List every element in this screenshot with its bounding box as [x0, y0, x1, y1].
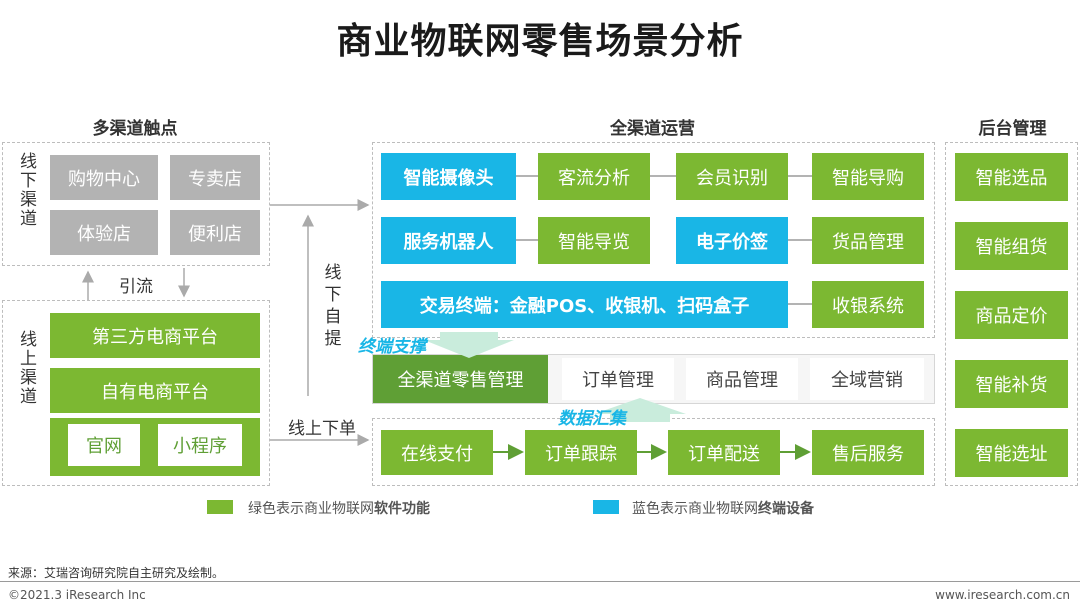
order-step-tracking: 订单跟踪 — [525, 430, 637, 475]
terminal-support-arrow — [424, 332, 514, 358]
omni-marketing: 全域营销 — [810, 358, 924, 400]
footer-divider — [0, 581, 1080, 582]
offline-item-experience-store: 体验店 — [50, 210, 158, 255]
footer-website: www.iresearch.com.cn — [935, 588, 1070, 602]
backend-smart-selection: 智能选品 — [955, 153, 1068, 201]
legend-green-normal: 绿色表示商业物联网 — [248, 501, 374, 517]
backend-smart-replenishment: 智能补货 — [955, 360, 1068, 408]
online-third-party-platform: 第三方电商平台 — [50, 313, 260, 358]
order-step-delivery: 订单配送 — [668, 430, 780, 475]
devices-panel — [372, 142, 935, 338]
function-smart-shopping-guide: 智能导购 — [812, 153, 924, 200]
online-channel-label: 线上渠道 — [16, 330, 36, 406]
offline-channel-panel — [2, 142, 270, 266]
online-channel-panel — [2, 300, 270, 486]
data-collection-arrow — [594, 398, 686, 422]
order-step-online-payment: 在线支付 — [381, 430, 493, 475]
backend-panel — [945, 142, 1078, 486]
online-own-platform: 自有电商平台 — [50, 368, 260, 413]
offline-channel-label: 线下渠道 — [16, 152, 36, 228]
header-multi-channel: 多渠道触点 — [92, 119, 178, 139]
online-official-site: 官网 — [68, 424, 140, 466]
device-service-robot: 服务机器人 — [381, 217, 516, 264]
offline-item-convenience-store: 便利店 — [170, 210, 260, 255]
order-step-after-sales: 售后服务 — [812, 430, 924, 475]
data-collection-label: 数据汇集 — [558, 409, 626, 429]
function-cashier-system: 收银系统 — [812, 281, 924, 328]
legend-green-text: 绿色表示商业物联网软件功能 — [248, 498, 430, 518]
page-title: 商业物联网零售场景分析 — [336, 21, 744, 62]
function-member-recognition: 会员识别 — [676, 153, 788, 200]
footer-source: 来源：艾瑞咨询研究院自主研究及绘制。 — [8, 566, 225, 580]
footer-copyright: ©2021.3 iResearch Inc — [8, 588, 146, 602]
legend-blue-bold: 终端设备 — [758, 501, 814, 517]
header-backend: 后台管理 — [978, 119, 1047, 139]
function-smart-navigation: 智能导览 — [538, 217, 650, 264]
flow-label-traffic: 引流 — [119, 277, 153, 297]
header-omni-channel: 全渠道运营 — [610, 119, 695, 139]
backend-pricing: 商品定价 — [955, 291, 1068, 339]
offline-item-specialty-store: 专卖店 — [170, 155, 260, 200]
device-transaction-terminal: 交易终端：金融POS、收银机、扫码盒子 — [381, 281, 788, 328]
backend-site-selection: 智能选址 — [955, 429, 1068, 477]
legend-blue-text: 蓝色表示商业物联网终端设备 — [632, 498, 814, 518]
offline-item-mall: 购物中心 — [50, 155, 158, 200]
legend-green-bold: 软件功能 — [374, 501, 430, 517]
flow-label-offline-pickup: 线下自提 — [324, 263, 342, 349]
omni-retail-management: 全渠道零售管理 — [373, 355, 548, 403]
flow-label-online-order: 线上下单 — [288, 419, 356, 439]
function-goods-management: 货品管理 — [812, 217, 924, 264]
product-management: 商品管理 — [686, 358, 798, 400]
legend-swatch-blue — [593, 500, 619, 514]
legend-swatch-green — [207, 500, 233, 514]
legend-blue-normal: 蓝色表示商业物联网 — [632, 501, 758, 517]
terminal-support-label: 终端支撑 — [358, 337, 426, 357]
device-smart-camera: 智能摄像头 — [381, 153, 516, 200]
function-traffic-analysis: 客流分析 — [538, 153, 650, 200]
backend-smart-assortment: 智能组货 — [955, 222, 1068, 270]
order-management: 订单管理 — [562, 358, 674, 400]
device-electronic-price-tag: 电子价签 — [676, 217, 788, 264]
online-mini-program: 小程序 — [158, 424, 242, 466]
